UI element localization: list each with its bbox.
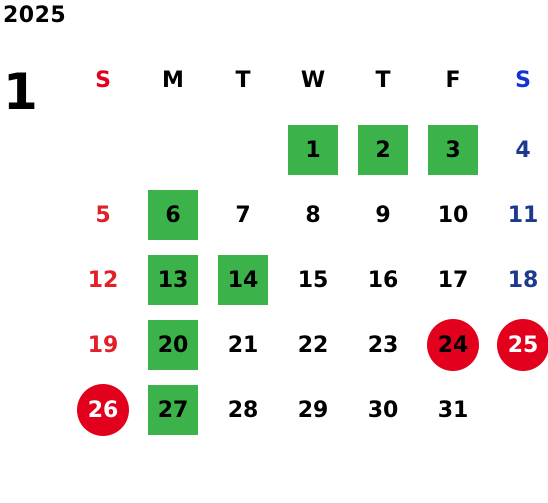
weekday-header-thursday: T bbox=[375, 68, 391, 93]
day-cell-19: 19 bbox=[87, 332, 119, 358]
day-cell-6: 6 bbox=[148, 190, 198, 240]
month-label: 1 bbox=[3, 63, 38, 121]
day-cell-1: 1 bbox=[288, 125, 338, 175]
day-cell-23: 23 bbox=[367, 332, 399, 358]
weekday-header-wednesday: W bbox=[300, 68, 326, 93]
day-cell-24: 24 bbox=[427, 319, 479, 371]
day-cell-31: 31 bbox=[437, 397, 469, 423]
day-cell-7: 7 bbox=[235, 202, 251, 228]
day-cell-20: 20 bbox=[148, 320, 198, 370]
day-cell-4: 4 bbox=[515, 137, 531, 163]
day-cell-26: 26 bbox=[77, 384, 129, 436]
day-cell-29: 29 bbox=[297, 397, 329, 423]
day-cell-3: 3 bbox=[428, 125, 478, 175]
day-cell-12: 12 bbox=[87, 267, 119, 293]
day-cell-10: 10 bbox=[437, 202, 469, 228]
weekday-header-friday: F bbox=[445, 68, 461, 93]
weekday-header-monday: M bbox=[162, 68, 184, 93]
day-cell-18: 18 bbox=[507, 267, 539, 293]
day-cell-27: 27 bbox=[148, 385, 198, 435]
day-cell-22: 22 bbox=[297, 332, 329, 358]
day-cell-13: 13 bbox=[148, 255, 198, 305]
day-cell-21: 21 bbox=[227, 332, 259, 358]
day-cell-15: 15 bbox=[297, 267, 329, 293]
day-cell-28: 28 bbox=[227, 397, 259, 423]
weekday-header-saturday: S bbox=[515, 68, 531, 93]
weekday-header-tuesday: T bbox=[235, 68, 251, 93]
day-cell-17: 17 bbox=[437, 267, 469, 293]
year-label: 2025 bbox=[3, 3, 67, 28]
day-cell-2: 2 bbox=[358, 125, 408, 175]
weekday-header-sunday: S bbox=[95, 68, 111, 93]
day-cell-11: 11 bbox=[507, 202, 539, 228]
day-cell-30: 30 bbox=[367, 397, 399, 423]
day-cell-16: 16 bbox=[367, 267, 399, 293]
day-cell-9: 9 bbox=[375, 202, 391, 228]
day-cell-5: 5 bbox=[95, 202, 111, 228]
day-cell-25: 25 bbox=[497, 319, 548, 371]
day-cell-8: 8 bbox=[305, 202, 321, 228]
day-cell-14: 14 bbox=[218, 255, 268, 305]
